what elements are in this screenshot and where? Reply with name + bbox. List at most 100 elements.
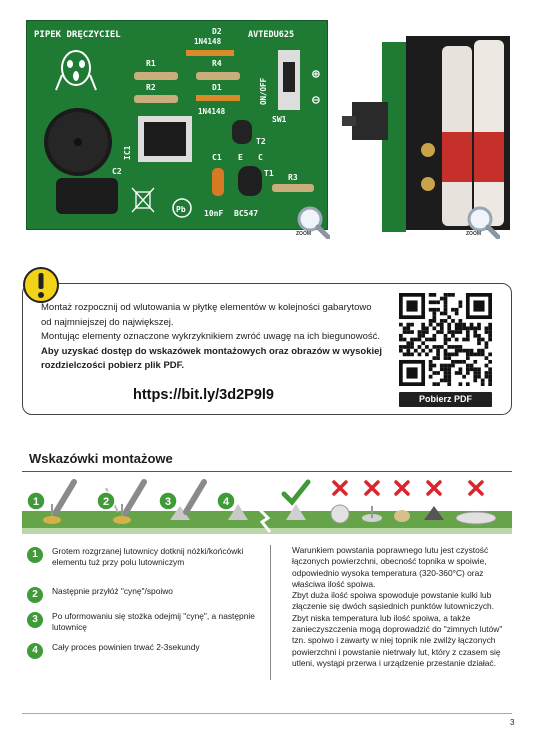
- strip-step-circle: [158, 491, 178, 511]
- cross-icon: [468, 480, 484, 496]
- pcb-board-photo: PIPEK DRĘCZYCIEL AVTEDU625 D2 1N4148 R1 …: [26, 20, 328, 230]
- label-r2: R2: [146, 83, 156, 92]
- download-pdf-button[interactable]: Pobierz PDF: [399, 392, 492, 407]
- cross-icon: [332, 480, 348, 496]
- step-number: 2: [27, 587, 43, 603]
- strip-step-number: 3: [165, 496, 171, 508]
- strip-step-number: 2: [103, 496, 109, 508]
- resistor-r3: [272, 184, 314, 192]
- board-title: PIPEK DRĘCZYCIEL: [34, 30, 121, 40]
- section-divider: [22, 471, 512, 472]
- label-ic1: IC1: [123, 145, 132, 160]
- cross-icon: [364, 480, 380, 496]
- label-t2: T2: [256, 137, 266, 146]
- label-d2-part: 1N4148: [194, 37, 222, 46]
- cross-icon: [426, 480, 442, 496]
- bad-joint-bridge: [455, 511, 497, 525]
- section-title: Wskazówki montażowe: [29, 451, 173, 466]
- scream-face-icon: [55, 50, 97, 91]
- step-1-illustration: [43, 479, 77, 524]
- step-number: 3: [27, 612, 43, 628]
- switch-side: [352, 102, 388, 140]
- soldering-steps-illustration: 1 2 3 4: [22, 479, 512, 534]
- zoom-icon[interactable]: [466, 205, 501, 240]
- notice-line: od najmniejszej do największej.: [41, 316, 174, 328]
- solder-joint: [421, 143, 435, 157]
- bad-joint-ball: [330, 504, 350, 524]
- minus-icon: ⊖: [312, 93, 320, 108]
- qr-code[interactable]: [399, 293, 492, 386]
- label-c2: C2: [112, 167, 122, 176]
- board-code: AVTEDU625: [248, 30, 294, 40]
- label-pb: Pb: [176, 205, 186, 214]
- weee-bin-icon: [131, 187, 155, 213]
- zoom-label: ZOOM: [296, 231, 311, 237]
- plus-icon: ⊕: [312, 67, 320, 82]
- label-r1: R1: [146, 59, 156, 68]
- step-text: Po uformowaniu się stożka odejmij "cynę"…: [52, 611, 255, 633]
- step-text: Grotem rozgrzanej lutownicy dotknij nóżk…: [52, 546, 244, 568]
- label-r3: R3: [288, 173, 298, 182]
- footer-divider: [22, 713, 512, 714]
- label-c1: C1: [212, 153, 222, 162]
- step-number: 1: [27, 547, 43, 563]
- strip-step-number: 1: [33, 496, 39, 508]
- soldering-notes: Warunkiem powstania poprawnego lutu jest…: [292, 545, 517, 669]
- diode-d1: [196, 95, 240, 101]
- label-c1-value: 10nF: [204, 209, 223, 218]
- lead-free-icon: [172, 198, 192, 218]
- strip-step-circle: [96, 491, 116, 511]
- label-c: C: [258, 153, 263, 162]
- break-mark: [258, 508, 272, 533]
- notice-text: Montaż rozpocznij od wlutowania w płytkę…: [41, 301, 391, 374]
- label-transistor-part: BC547: [234, 209, 258, 218]
- battery-holder-photo: [342, 36, 510, 232]
- transistor-t2: [232, 120, 252, 144]
- step-text: Cały proces powinien trwać 2-3sekundy: [52, 642, 200, 652]
- pcb-strip: [22, 511, 512, 531]
- note-paragraph: Warunkiem powstania poprawnego lutu jest…: [292, 545, 489, 589]
- strip-step-circle: [26, 491, 46, 511]
- check-icon: [281, 479, 311, 506]
- step-3-illustration: [170, 479, 207, 520]
- note-paragraph: Zbyt duża ilość spoiwa spowoduje powstan…: [292, 590, 495, 612]
- buzzer: [44, 108, 112, 176]
- note-paragraph: Zbyt niska temperatura lub ilość spoiwa,…: [292, 612, 503, 668]
- label-d1-part: 1N4148: [198, 107, 226, 116]
- resistor-r4: [196, 72, 240, 80]
- label-on-off: ON/OFF: [259, 77, 268, 105]
- zoom-label: ZOOM: [466, 231, 481, 237]
- bad-joint-cold: [394, 510, 410, 522]
- good-joint: [286, 504, 306, 520]
- label-d2: D2: [212, 27, 222, 36]
- label-e: E: [238, 153, 243, 162]
- label-r4: R4: [212, 59, 222, 68]
- column-divider: [270, 545, 271, 680]
- bad-joint-dirty: [424, 506, 444, 520]
- capacitor-c1: [212, 168, 224, 196]
- warning-icon: [23, 267, 59, 303]
- page-number: 3: [510, 718, 515, 727]
- strip-step-number: 4: [223, 496, 230, 508]
- strip-step-circle: [216, 491, 236, 511]
- bad-joint-flat: [362, 506, 382, 522]
- resistor-r1: [134, 72, 178, 80]
- notice-bold-line: rozdzielczości pobierz plik PDF.: [41, 360, 185, 371]
- resistor-r2: [134, 95, 178, 103]
- transistor-t1: [238, 166, 262, 196]
- label-d1: D1: [212, 83, 222, 92]
- notice-line: Montując elementy oznaczone wykrzyknikie…: [41, 331, 380, 342]
- diode-d2: [186, 50, 234, 56]
- ic1-chip: [144, 122, 186, 156]
- notice-box: Montaż rozpocznij od wlutowania w płytkę…: [22, 283, 512, 415]
- cross-icon: [394, 480, 410, 496]
- solder-joint: [421, 177, 435, 191]
- step-text: Następnie przyłóż "cynę"/spoiwo: [52, 586, 173, 596]
- step-number: 4: [27, 643, 43, 659]
- zoom-icon[interactable]: [296, 205, 331, 240]
- label-t1: T1: [264, 169, 274, 178]
- notice-bold-line: Aby uzyskać dostęp do wskazówek montażow…: [41, 345, 383, 357]
- download-url[interactable]: https://bit.ly/3d2P9l9: [133, 387, 274, 403]
- capacitor-c2: [56, 178, 118, 214]
- notice-line: Montaż rozpocznij od wlutowania w płytkę…: [41, 302, 372, 313]
